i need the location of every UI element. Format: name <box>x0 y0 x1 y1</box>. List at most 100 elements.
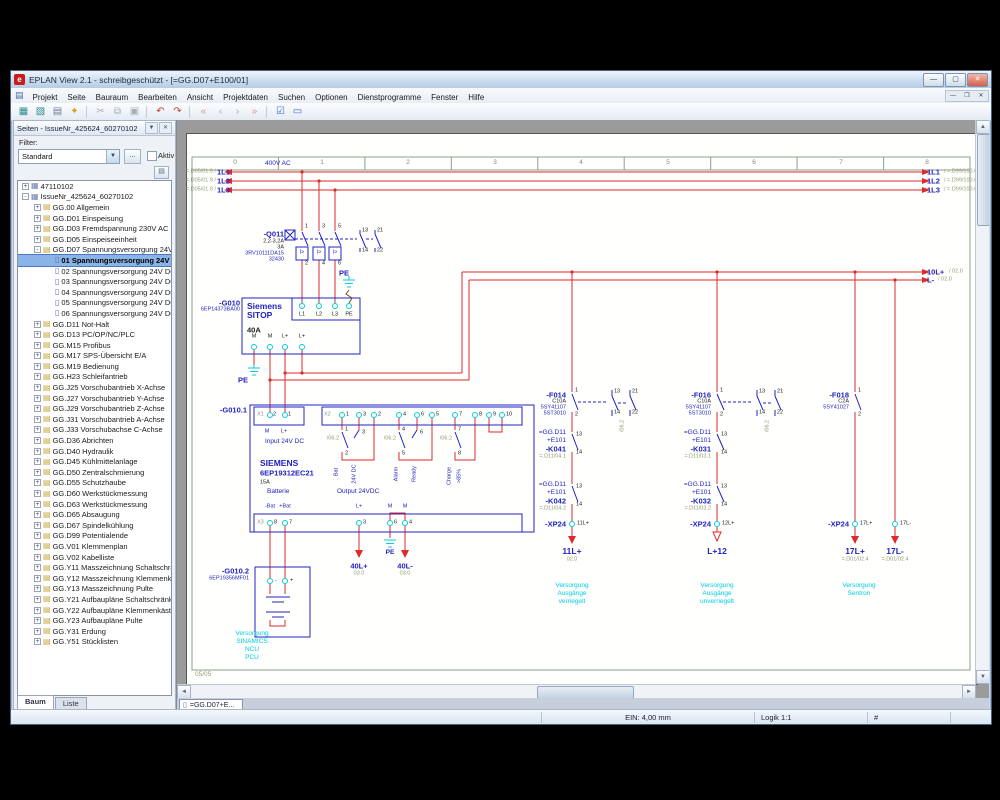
chevron-down-icon[interactable]: ▼ <box>106 150 119 163</box>
scroll-down-icon[interactable]: ▼ <box>976 670 989 684</box>
tree-expander[interactable]: + <box>34 321 41 328</box>
tree-item[interactable]: +▤GG.D13 PC/OP/NC/PLC <box>18 329 171 340</box>
panel-tab[interactable]: Liste <box>55 697 87 709</box>
open-project-icon[interactable]: ▧ <box>33 105 48 119</box>
mdi-close-button[interactable]: ✕ <box>974 91 988 101</box>
tree-item[interactable]: +▤GG.Y51 Stücklisten <box>18 637 171 648</box>
schematic-page[interactable]: 012345678=.D05/01.9 /1L1=.D05/01.9 /1L2=… <box>186 133 978 685</box>
tree-item[interactable]: +▤GG.J27 Vorschubantrieb Y-Achse <box>18 393 171 404</box>
menu-item[interactable]: Optionen <box>310 92 352 103</box>
tree-expander[interactable]: + <box>34 469 41 476</box>
tree-expander[interactable]: + <box>34 532 41 539</box>
tree-item[interactable]: +▤GG.M15 Profibus <box>18 340 171 351</box>
toolbar-separator[interactable] <box>146 106 149 118</box>
menu-item[interactable]: Projekt <box>28 92 63 103</box>
tree-item[interactable]: +▤GG.Y11 Masszeichnung Schaltschränke <box>18 562 171 573</box>
tree-expander[interactable]: + <box>34 501 41 508</box>
tree-item[interactable]: ▯01 Spannungsversorgung 24V DC <box>18 255 171 266</box>
tree-expander[interactable]: - <box>34 246 41 253</box>
menu-item[interactable]: Projektdaten <box>218 92 273 103</box>
tree-expander[interactable]: + <box>34 638 41 645</box>
scroll-up-icon[interactable]: ▲ <box>976 120 989 134</box>
paste-icon[interactable]: ▣ <box>127 105 142 119</box>
tree-item[interactable]: +▤GG.M19 Bedienung <box>18 361 171 372</box>
tree-settings-button[interactable]: ▤ <box>154 166 169 179</box>
tree-item[interactable]: +▤GG.D60 Werkstückmessung <box>18 488 171 499</box>
tree-expander[interactable]: + <box>34 522 41 529</box>
tree-expander[interactable]: + <box>34 416 41 423</box>
tree-item[interactable]: ▯02 Spannungsversorgung 24V DC <box>18 266 171 277</box>
tree-expander[interactable]: + <box>34 628 41 635</box>
tree-expander[interactable]: + <box>34 543 41 550</box>
tree-item[interactable]: +▤GG.Y31 Erdung <box>18 626 171 637</box>
tree-expander[interactable]: + <box>34 225 41 232</box>
tree-item[interactable]: +▤GG.D63 Werkstückmessung <box>18 499 171 510</box>
panel-tab[interactable]: Baum <box>17 695 54 709</box>
aktiv-checkbox[interactable] <box>147 151 157 161</box>
fullscreen-icon[interactable]: ▭ <box>290 105 305 119</box>
toolbar-separator[interactable] <box>86 106 89 118</box>
tree-item[interactable]: +▤GG.D05 Einspeiseeinheit <box>18 234 171 245</box>
filter-select[interactable]: Standard ▼ <box>18 149 120 164</box>
tree-item[interactable]: +▤GG.D55 Schutzhaube <box>18 478 171 489</box>
tree-item[interactable]: +▤GG.Y13 Masszeichnung Pulte <box>18 584 171 595</box>
menu-item[interactable]: Ansicht <box>182 92 218 103</box>
tree-item[interactable]: +▤GG.V01 Klemmenplan <box>18 541 171 552</box>
tree-item[interactable]: +▤GG.D67 Spindelkühlung <box>18 520 171 531</box>
menu-item[interactable]: Hilfe <box>463 92 489 103</box>
horizontal-scrollbar[interactable]: ◄ ► <box>177 684 976 699</box>
tree-expander[interactable]: + <box>34 490 41 497</box>
tree-expander[interactable]: + <box>34 204 41 211</box>
tree-expander[interactable]: + <box>34 342 41 349</box>
menu-item[interactable]: Seite <box>62 92 90 103</box>
toolbar-separator[interactable] <box>189 106 192 118</box>
page-tree[interactable]: +▦47110102-▦IssueNr_425624_60270102+▤GG.… <box>17 180 172 696</box>
tree-expander[interactable]: + <box>34 448 41 455</box>
copy-icon[interactable]: ⧉ <box>110 105 125 119</box>
panel-dropdown-button[interactable]: ▼ <box>145 122 158 134</box>
tree-expander[interactable]: + <box>22 183 29 190</box>
tree-expander[interactable]: + <box>34 426 41 433</box>
tree-item[interactable]: +▤GG.D03 Fremdspannung 230V AC <box>18 223 171 234</box>
last-page-icon[interactable]: » <box>247 105 262 119</box>
tree-item[interactable]: ▯06 Spannungsversorgung 24V DC <box>18 308 171 319</box>
panel-close-button[interactable]: ✕ <box>159 122 172 134</box>
close-button[interactable]: ✕ <box>967 73 988 87</box>
tree-expander[interactable]: + <box>34 331 41 338</box>
maximize-button[interactable]: ▢ <box>945 73 966 87</box>
tree-item[interactable]: +▤GG.Y21 Aufbaupläne Schaltschränke <box>18 594 171 605</box>
menu-item[interactable]: Bauraum <box>91 92 133 103</box>
mdi-minimize-button[interactable]: — <box>946 91 960 101</box>
tree-expander[interactable]: + <box>34 236 41 243</box>
tree-item[interactable]: +▤GG.Y23 Aufbaupläne Pulte <box>18 615 171 626</box>
tree-expander[interactable]: + <box>34 384 41 391</box>
vertical-scrollbar[interactable]: ▲ ▼ <box>975 120 989 684</box>
tree-expander[interactable]: + <box>34 607 41 614</box>
tree-item[interactable]: +▤GG.00 Allgemein <box>18 202 171 213</box>
tree-item[interactable]: +▤GG.D01 Einspeisung <box>18 213 171 224</box>
tree-item[interactable]: +▤GG.D11 Not-Halt <box>18 319 171 330</box>
tree-item[interactable]: -▤GG.D07 Spannungsversorgung 24V DC <box>18 245 171 256</box>
tree-item[interactable]: +▤GG.D65 Absaugung <box>18 509 171 520</box>
filter-more-button[interactable]: ... <box>124 149 141 164</box>
tree-expander[interactable]: + <box>34 215 41 222</box>
tree-expander[interactable]: + <box>34 458 41 465</box>
tree-expander[interactable]: + <box>34 405 41 412</box>
cut-icon[interactable]: ✂ <box>93 105 108 119</box>
menu-item[interactable]: Dienstprogramme <box>353 92 427 103</box>
tree-expander[interactable]: + <box>34 373 41 380</box>
tree-expander[interactable]: + <box>34 575 41 582</box>
tree-item[interactable]: +▤GG.D99 Potentialende <box>18 531 171 542</box>
menu-item[interactable]: Suchen <box>273 92 310 103</box>
tree-expander[interactable]: + <box>34 511 41 518</box>
tree-item[interactable]: +▤GG.V02 Kabelliste <box>18 552 171 563</box>
tree-item[interactable]: +▤GG.D36 Abrichten <box>18 435 171 446</box>
tree-item[interactable]: ▯03 Spannungsversorgung 24V DC <box>18 276 171 287</box>
tree-item[interactable]: +▤GG.D45 Kühlmittelanlage <box>18 456 171 467</box>
tree-expander[interactable]: - <box>22 193 29 200</box>
tree-expander[interactable]: + <box>34 479 41 486</box>
previous-page-icon[interactable]: ‹ <box>213 105 228 119</box>
tree-expander[interactable]: + <box>34 596 41 603</box>
tree-expander[interactable]: + <box>34 585 41 592</box>
minimize-button[interactable]: — <box>923 73 944 87</box>
